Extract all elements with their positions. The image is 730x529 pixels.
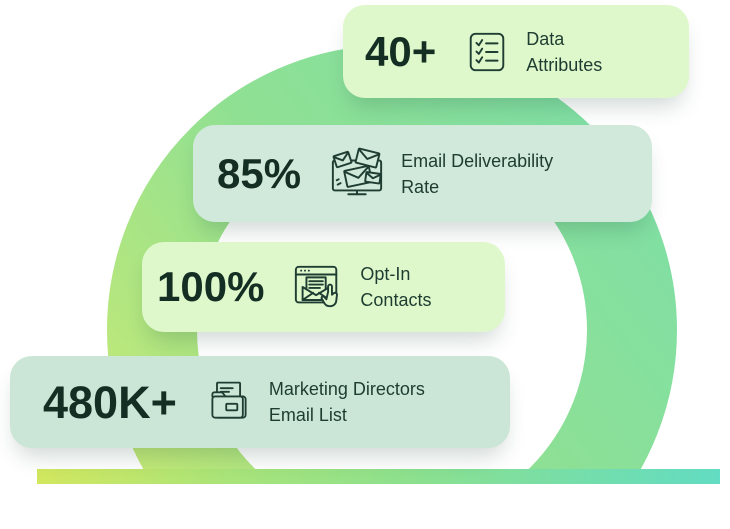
folder-documents-icon bbox=[205, 378, 253, 426]
stat-card-marketing-directors: 480K+ Marketing Directors Email List bbox=[10, 356, 510, 448]
stat-value: 480K+ bbox=[43, 376, 177, 428]
stat-value: 100% bbox=[157, 263, 265, 310]
gradient-bar bbox=[37, 469, 720, 484]
stat-value: 85% bbox=[217, 149, 302, 197]
stat-label: Data Attributes bbox=[526, 28, 603, 75]
stat-value: 40+ bbox=[365, 27, 437, 75]
stat-card-data-attributes: 40+ Data Attributes bbox=[343, 5, 689, 98]
stat-label: Opt-In Contacts bbox=[360, 264, 432, 310]
optin-browser-icon bbox=[292, 261, 344, 313]
stat-card-email-deliverability: 85% bbox=[193, 125, 652, 222]
stat-label: Email Deliverability Rate bbox=[401, 150, 554, 197]
monitor-emails-icon bbox=[329, 147, 385, 201]
stat-card-opt-in-contacts: 100% Opt-In Contacts bbox=[142, 242, 505, 332]
checklist-icon bbox=[464, 29, 510, 75]
stat-label: Marketing Directors Email List bbox=[268, 379, 425, 425]
